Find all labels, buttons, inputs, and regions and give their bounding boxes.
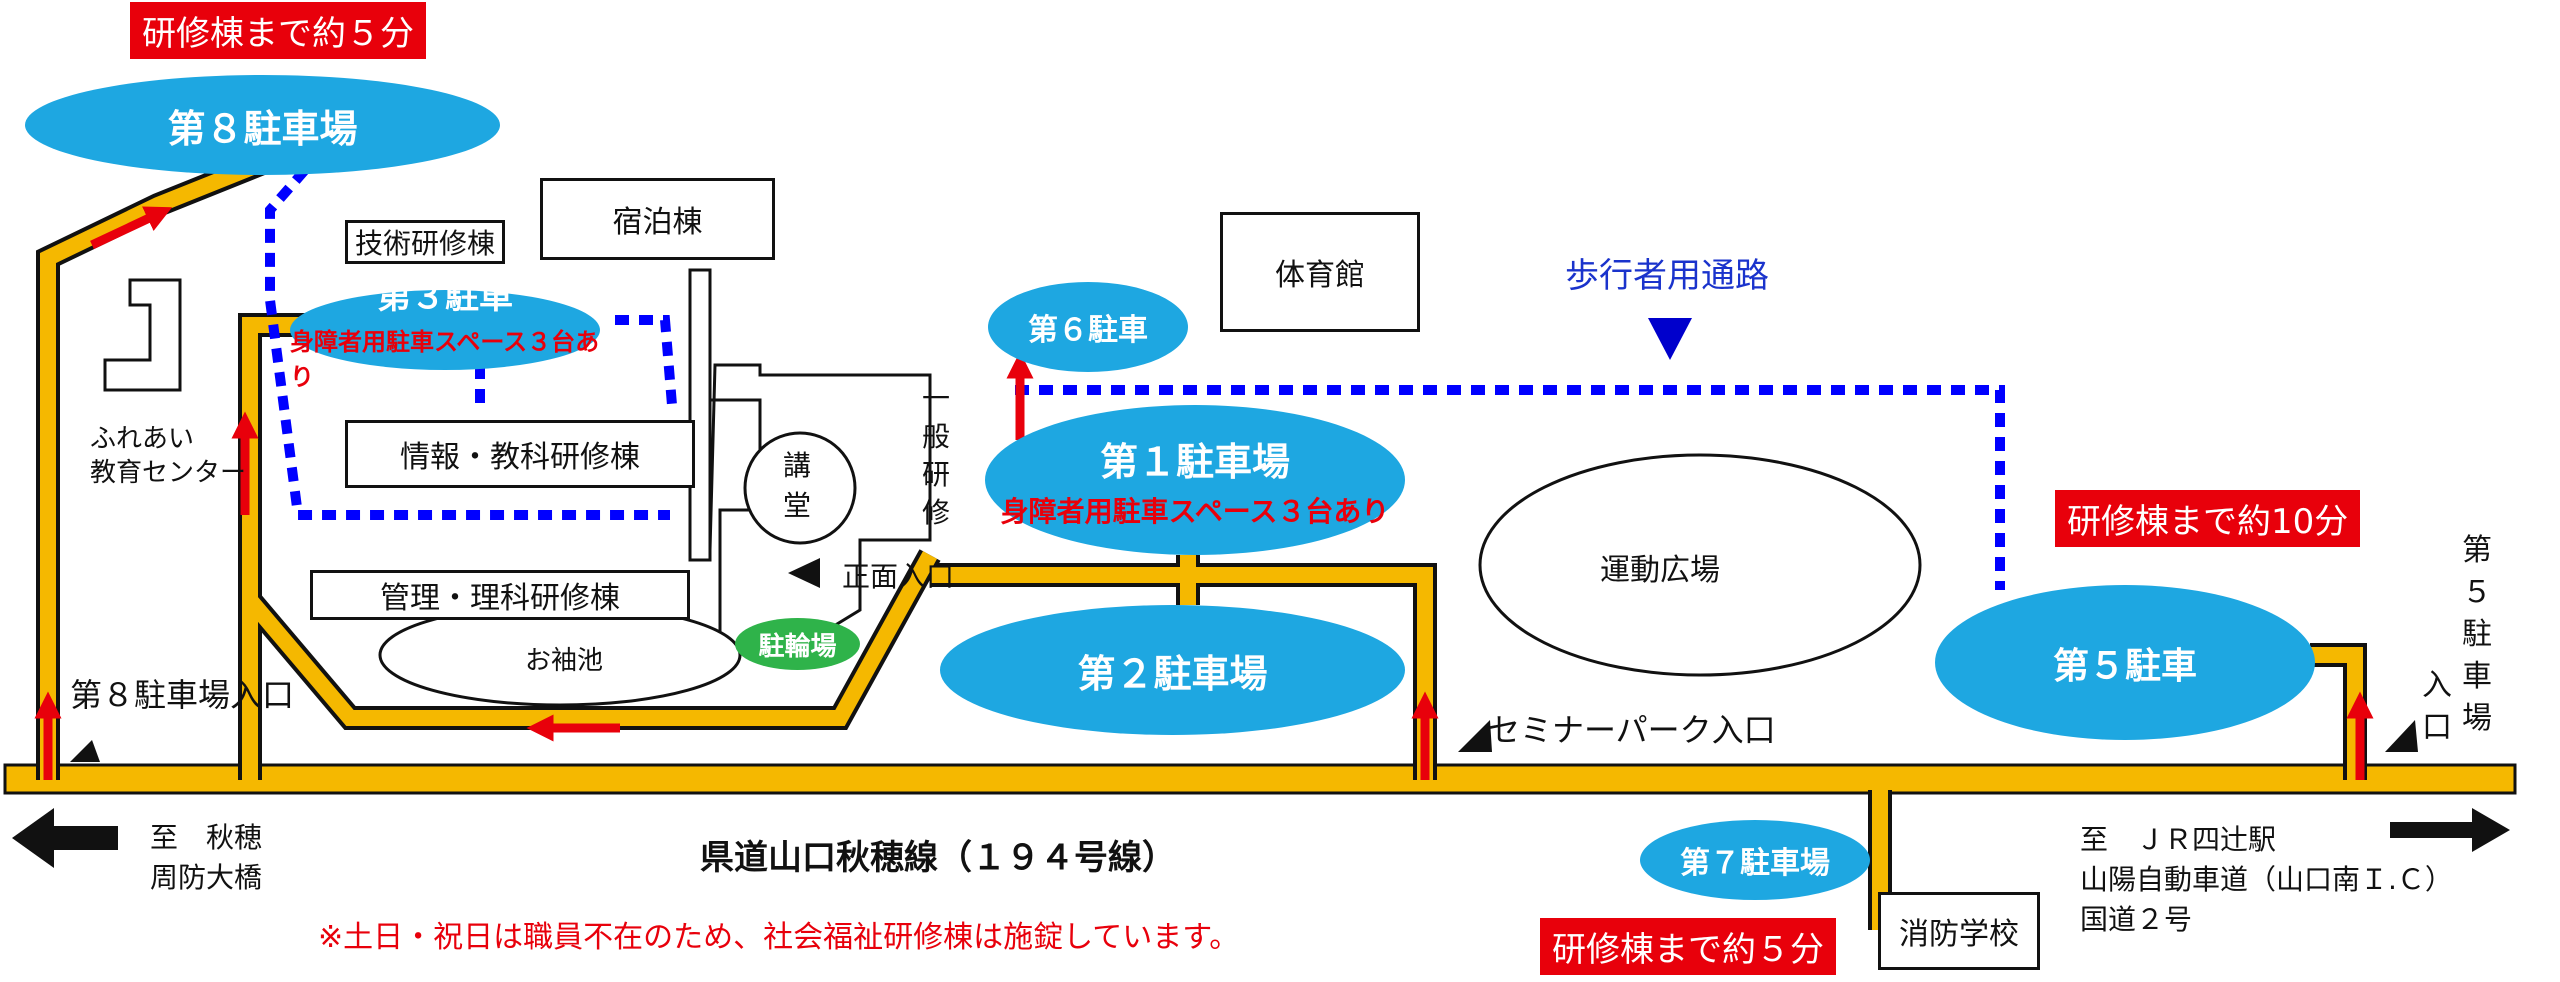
sports-field-label: 運動広場	[1600, 553, 1720, 588]
parking-lot-1[interactable]: 第１駐車場 身障者用駐車スペース３台あり	[985, 405, 1405, 555]
time-label-right: 研修棟まで約10分	[2055, 490, 2361, 547]
fire-academy: 消防学校	[1878, 892, 2040, 970]
pond-label: お袖池	[525, 646, 604, 676]
bicycle-parking[interactable]: 駐輪場	[735, 618, 860, 670]
fureai-center-label: ふれあい 教育センター	[90, 424, 247, 488]
parking-lot-3[interactable]: 第３駐車 身障者用駐車スペース３台あり	[290, 277, 600, 391]
front-entrance-label: 正面入口	[842, 560, 955, 593]
lodging-building: 宿泊棟	[540, 178, 775, 260]
parking-lot-1-label: 第１駐車場	[1099, 439, 1290, 484]
parking-lot-5-label: 第５駐車	[2052, 645, 2197, 687]
right-destination-3: 国道２号	[2080, 903, 2193, 936]
parking-lot-3-label: 第３駐車	[377, 276, 513, 317]
parking-lot-6[interactable]: 第６駐車	[988, 282, 1188, 372]
right-destination-2: 山陽自動車道（山口南Ｉ.Ｃ）	[2080, 863, 2453, 896]
main-road	[3, 763, 2517, 795]
parking-lot-3-accessible-note: 身障者用駐車スペース３台あり	[290, 327, 600, 391]
gymnasium-label: 体育館	[1275, 258, 1365, 293]
parking-lot-8[interactable]: 第８駐車場	[25, 75, 500, 175]
general-training-label: 一 般 研 修	[922, 382, 951, 529]
time-label-bottom: 研修棟まで約５分	[1540, 918, 1836, 975]
gymnasium: 体育館	[1220, 212, 1420, 332]
time-label-top: 研修棟まで約５分	[130, 2, 426, 59]
parking-lot-5[interactable]: 第５駐車	[1935, 585, 2315, 740]
left-destination: 至 秋穂 周防大橋	[150, 821, 263, 894]
pedestrian-paths	[265, 166, 2005, 590]
lot5-entrance-label: 入 口	[2422, 668, 2452, 745]
parking-lot-7[interactable]: 第７駐車場	[1640, 820, 1870, 900]
info-training-building: 情報・教科研修棟	[345, 420, 695, 488]
parking-lot-2-label: 第２駐車場	[1077, 651, 1268, 696]
fureai-building	[103, 278, 182, 392]
pedestrian-pointer	[1648, 318, 1692, 360]
admin-science-building-label: 管理・理科研修棟	[380, 581, 620, 616]
technical-training-building: 技術研修棟	[345, 220, 505, 264]
left-direction-arrow	[12, 808, 118, 868]
parking-lot-2[interactable]: 第２駐車場	[940, 605, 1405, 735]
pedestrian-path-label: 歩行者用通路	[1565, 256, 1769, 296]
lecture-hall-label: 講 堂	[783, 449, 812, 522]
lecture-hall-circle	[743, 431, 857, 545]
sports-field-oval	[1478, 453, 1922, 677]
parking-lot-8-label: 第８駐車場	[167, 106, 358, 151]
road-name: 県道山口秋穂線（１９４号線）	[700, 838, 1176, 878]
lot5-entrance-vertical-label: 第 ５ 駐 車 場	[2462, 533, 2492, 736]
parking-lot-6-label: 第６駐車	[1028, 313, 1148, 348]
center-connector	[688, 268, 712, 562]
entrance-pointers	[70, 558, 2418, 762]
weekend-notice: ※土日・祝日は職員不在のため、社会福祉研修棟は施錠しています。	[318, 920, 1240, 955]
lodging-building-label: 宿泊棟	[612, 205, 703, 240]
admin-science-building: 管理・理科研修棟	[310, 570, 690, 620]
info-training-building-label: 情報・教科研修棟	[400, 440, 640, 475]
lot8-entrance-label: 第８駐車場入口	[70, 676, 295, 714]
right-direction-arrow	[2390, 808, 2510, 852]
fire-academy-label: 消防学校	[1899, 917, 2019, 952]
technical-training-building-label: 技術研修棟	[354, 227, 495, 260]
traffic-arrows	[34, 206, 2374, 780]
bicycle-parking-label: 駐輪場	[758, 631, 837, 662]
seminar-park-entrance-label: セミナーパーク入口	[1488, 711, 1776, 749]
parking-lot-7-label: 第７駐車場	[1680, 846, 1830, 881]
right-destination-1: 至 ＪＲ四辻駅	[2080, 823, 2277, 856]
parking-lot-1-accessible-note: 身障者用駐車スペース３台あり	[1000, 494, 1390, 528]
